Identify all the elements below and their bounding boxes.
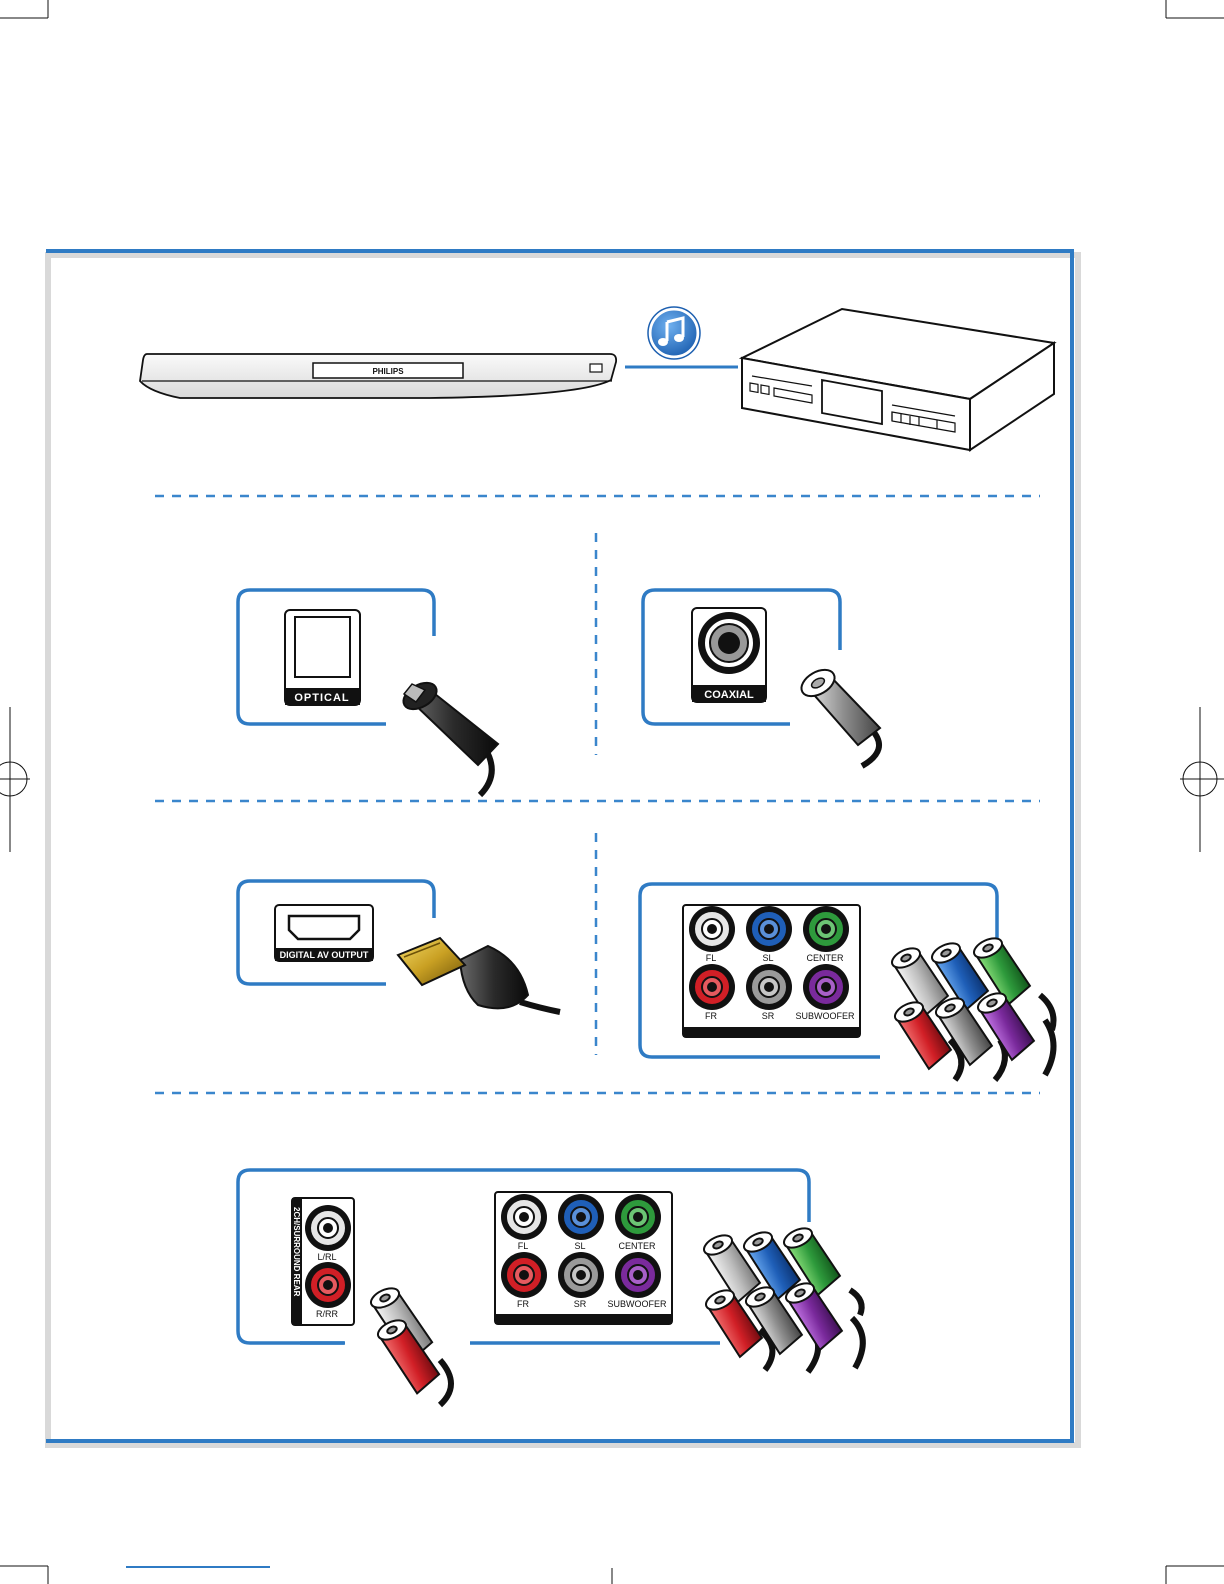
label-sl: SL xyxy=(762,953,773,963)
rear-vertical-label: 2CH/SURROUND REAR xyxy=(292,1207,301,1297)
jack-lrl-icon xyxy=(305,1205,351,1251)
label-sr: SR xyxy=(762,1011,775,1021)
jack-subwoofer-icon xyxy=(615,1252,661,1298)
jack-fl-icon xyxy=(689,906,735,952)
jack-center-icon xyxy=(615,1194,661,1240)
rca-plug-bundle-icon xyxy=(701,1221,863,1372)
jack-fr-icon xyxy=(689,964,735,1010)
coaxial-panel xyxy=(643,590,840,724)
label-fl: FL xyxy=(706,953,717,963)
label-sr: SR xyxy=(574,1299,587,1309)
hdmi-panel xyxy=(238,881,434,984)
stereo-rca-plug-icon xyxy=(368,1281,451,1405)
label-fr: FR xyxy=(517,1299,529,1309)
jack-fl-icon xyxy=(501,1194,547,1240)
jack-sl-icon xyxy=(746,906,792,952)
coaxial-label: COAXIAL xyxy=(704,689,754,701)
label-fr: FR xyxy=(705,1011,717,1021)
jack-sl-icon xyxy=(558,1194,604,1240)
bluray-player xyxy=(140,354,616,398)
av-receiver xyxy=(742,309,1054,450)
label-lrl: L/RL xyxy=(317,1252,336,1262)
optical-plug-icon xyxy=(399,677,498,795)
label-center: CENTER xyxy=(806,953,844,963)
coaxial-plug-icon xyxy=(797,664,880,766)
label-sl: SL xyxy=(574,1241,585,1251)
music-note-icon xyxy=(648,307,700,359)
optical-label: OPTICAL xyxy=(294,692,349,704)
label-center: CENTER xyxy=(618,1241,656,1251)
hdmi-label: DIGITAL AV OUTPUT xyxy=(280,950,369,960)
label-fl: FL xyxy=(518,1241,529,1251)
player-brand: PHILIPS xyxy=(372,367,404,376)
jack-sr-icon xyxy=(558,1252,604,1298)
label-subwoofer: SUBWOOFER xyxy=(795,1011,855,1021)
jack-center-icon xyxy=(803,906,849,952)
label-rrr: R/RR xyxy=(316,1309,338,1319)
label-subwoofer: SUBWOOFER xyxy=(607,1299,667,1309)
jack-fr-icon xyxy=(501,1252,547,1298)
hdmi-plug-icon xyxy=(398,938,560,1012)
jack-sr-icon xyxy=(746,964,792,1010)
jack-subwoofer-icon xyxy=(803,964,849,1010)
jack-rrr-icon xyxy=(305,1262,351,1308)
rca-plug-bundle-icon xyxy=(889,931,1053,1080)
